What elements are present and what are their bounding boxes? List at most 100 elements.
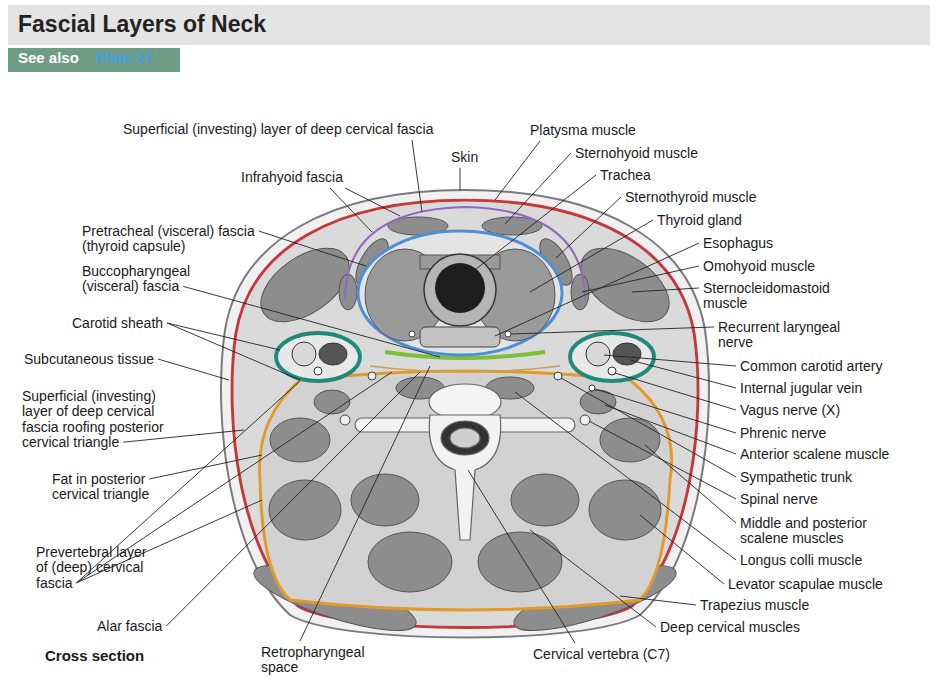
leader-line — [561, 378, 736, 477]
anatomy-label: Trachea — [600, 168, 651, 183]
page-title: Fascial Layers of Neck — [18, 11, 266, 38]
anatomy-label: Sympathetic trunk — [740, 470, 852, 485]
carotid-sheath-left — [276, 333, 360, 381]
plate-reference: See also — [18, 50, 79, 67]
vagus-nerve — [608, 367, 616, 375]
trachea-lumen — [435, 263, 485, 313]
anatomy-label: Prevertebral layer of (deep) cervical fa… — [36, 545, 151, 591]
anatomy-label: Anterior scalene muscle — [740, 447, 889, 462]
anatomy-label: Sternohyoid muscle — [575, 146, 698, 161]
carotid-sheath — [570, 333, 654, 381]
spinal-canal — [441, 421, 489, 455]
recurrent-laryngeal-nerve — [409, 331, 415, 337]
leader-line — [495, 141, 540, 200]
leader-line — [632, 288, 699, 292]
leader-line — [166, 372, 420, 626]
skin-outline — [221, 190, 709, 638]
carotid-sheath-right — [570, 333, 654, 381]
anatomy-label: Pretracheal (visceral) fascia (thyroid c… — [82, 224, 267, 255]
anatomy-label: Infrahyoid fascia — [241, 170, 343, 185]
vertebral-arch — [429, 415, 500, 540]
anatomy-label: Longus colli muscle — [740, 553, 862, 568]
phrenic-nerve — [589, 385, 595, 391]
leader-line — [620, 596, 696, 605]
anatomy-label: Omohyoid muscle — [703, 259, 815, 274]
omohyoid — [339, 274, 357, 310]
deep-cervical — [351, 474, 419, 526]
anatomy-label: Sternocleidomastoid muscle — [703, 281, 863, 312]
sympathetic-trunk — [554, 372, 562, 380]
leader-line — [259, 231, 366, 266]
anatomy-label: Levator scapulae muscle — [728, 577, 883, 592]
carotid-sheath — [276, 333, 360, 381]
anatomy-label: Platysma muscle — [530, 123, 636, 138]
leader-line — [460, 168, 461, 190]
leader-line — [149, 455, 262, 479]
esophagus — [420, 327, 500, 347]
anatomy-label: Buccopharyngeal (visceral) fascia — [82, 264, 222, 295]
anatomy-label: Superficial (investing) layer of deep ce… — [123, 122, 433, 137]
anatomy-label: Phrenic nerve — [740, 426, 826, 441]
common-carotid-artery — [292, 342, 316, 366]
leader-line — [158, 359, 229, 380]
deep-cervical — [368, 532, 452, 592]
anatomy-label: Middle and posterior scalene muscles — [740, 516, 905, 547]
anatomy-label: Superficial (investing) layer of deep ce… — [22, 389, 184, 451]
leader-line — [582, 266, 699, 292]
anatomy-label: Thyroid gland — [657, 213, 742, 228]
leader-line — [167, 323, 300, 380]
anatomy-label: Retropharyngeal space — [261, 645, 381, 676]
leader-line — [605, 405, 736, 454]
anatomy-label: Common carotid artery — [740, 359, 882, 374]
deep-cervical — [511, 474, 579, 526]
reference-bar — [8, 48, 180, 72]
anatomy-label: Deep cervical muscles — [660, 620, 800, 635]
vertebra — [355, 384, 575, 540]
spinal-nerve — [580, 415, 590, 425]
spinal-nerve — [340, 415, 350, 425]
anatomy-label: Skin — [451, 150, 478, 165]
trachea-wall — [424, 254, 496, 326]
leader-line — [167, 323, 280, 350]
leader-line — [300, 366, 430, 641]
anatomy-label: Vagus nerve (X) — [740, 403, 840, 418]
omohyoid — [571, 274, 589, 310]
leader-line — [515, 392, 736, 560]
levator-scapulae — [269, 480, 341, 540]
anatomy-label: Recurrent laryngeal nerve — [718, 320, 868, 351]
leader-line — [595, 389, 736, 433]
leader-line — [615, 373, 736, 410]
sympathetic-trunk — [368, 372, 376, 380]
leader-line — [556, 197, 621, 258]
anatomy-label: Subcutaneous tissue — [24, 352, 154, 367]
leader-line — [505, 153, 571, 224]
leader-line — [530, 220, 653, 292]
anatomy-label: Esophagus — [703, 236, 773, 251]
anatomy-label: Spinal nerve — [740, 492, 818, 507]
anatomy-label: Cervical vertebra (C7) — [533, 647, 670, 662]
scalene — [270, 418, 330, 462]
leader-line — [530, 530, 656, 627]
leader-line — [640, 515, 724, 584]
scalene — [600, 418, 660, 462]
leader-line — [468, 470, 575, 643]
anterior-scalene — [314, 390, 350, 414]
anatomy-label: Internal jugular vein — [740, 381, 862, 396]
muscles — [248, 217, 682, 643]
title-bar — [8, 5, 930, 45]
deep-muscles — [269, 377, 661, 592]
leader-line — [330, 188, 372, 232]
anatomy-label: Carotid sheath — [72, 316, 163, 331]
leader-line — [462, 175, 596, 280]
anatomy-label: Trapezius muscle — [700, 598, 809, 613]
plate-reference: Plate 27 — [96, 50, 153, 67]
view-label: Cross section — [45, 648, 144, 665]
leader-line — [645, 445, 736, 523]
anatomy-label: Fat in posterior cervical triangle — [52, 472, 155, 503]
leader-lines — [77, 140, 736, 643]
anatomy-label: Alar fascia — [97, 619, 162, 634]
deep-cervical — [478, 532, 562, 592]
anatomy-label: Sternothyroid muscle — [625, 190, 757, 205]
common-carotid-artery — [586, 342, 610, 366]
